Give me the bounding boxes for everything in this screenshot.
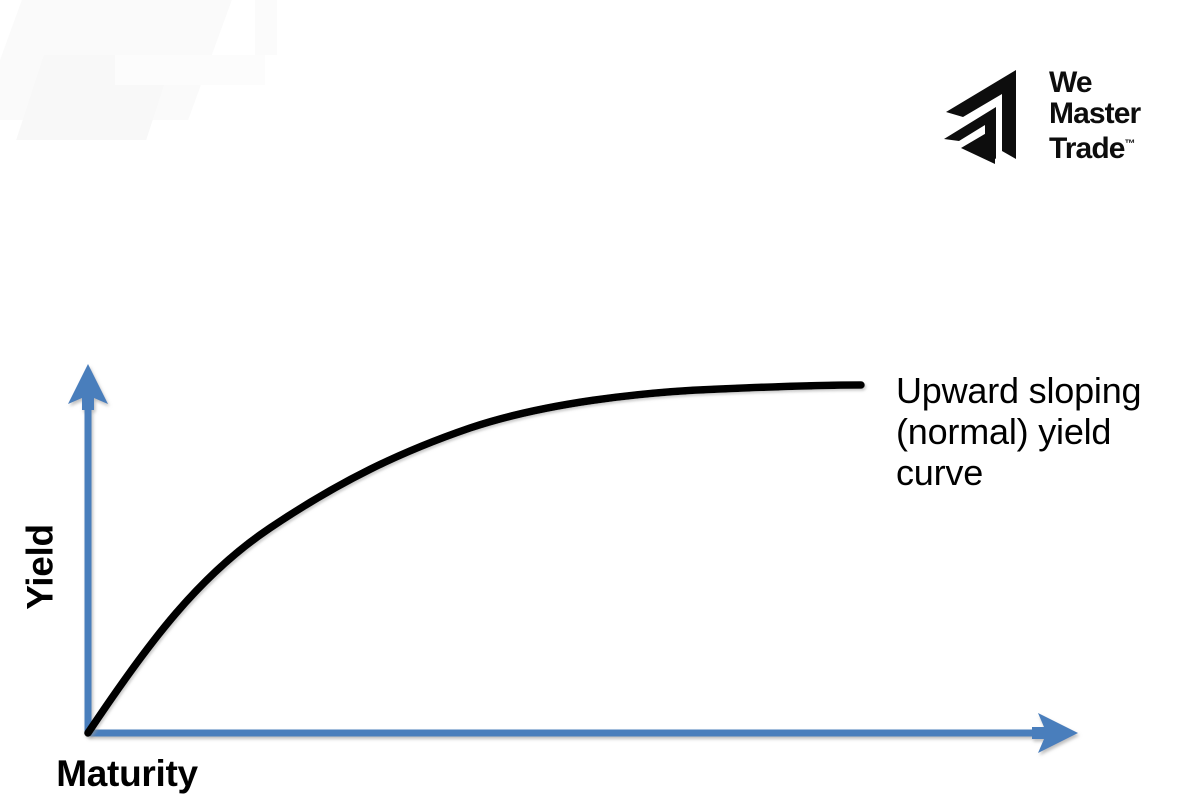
brand-wordmark-line-1: We: [1049, 66, 1093, 99]
y-axis: [68, 364, 108, 733]
x-axis: [88, 713, 1078, 753]
brand-logo: We Master Trade™: [938, 64, 1141, 164]
y-axis-label: Yield: [19, 524, 61, 610]
y-axis-arrow-icon: [68, 364, 108, 410]
we-master-trade-chevron-mark-icon: [944, 70, 1016, 164]
x-axis-arrow-icon: [1032, 713, 1078, 753]
annotation-line-1: Upward sloping: [896, 370, 1142, 411]
yield-curve-line: [84, 381, 865, 737]
brand-wordmark-line-3: Trade™: [1049, 129, 1140, 164]
trademark-icon: ™: [1124, 138, 1136, 150]
curve-annotation: Upward sloping (normal) yield curve: [896, 370, 1186, 493]
annotation-line-2: (normal) yield: [896, 411, 1112, 452]
brand-wordmark-line-2: Master: [1049, 97, 1141, 130]
brand-wordmark: We Master Trade™: [1049, 64, 1141, 164]
annotation-line-3: curve: [896, 452, 984, 493]
x-axis-label: Maturity: [56, 753, 198, 794]
brand-wordmark-line-3-text: Trade: [1049, 132, 1125, 165]
